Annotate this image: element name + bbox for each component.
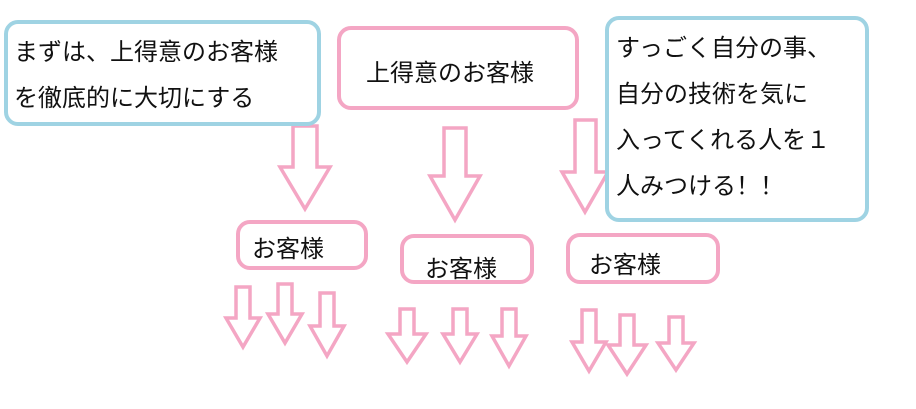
note-right-line-1: すっごく自分の事、 (616, 34, 832, 62)
note-left-line-2: を徹底的に大切にする (14, 84, 255, 112)
small-arrow-1a (222, 285, 264, 351)
big-arrow-right (558, 118, 612, 216)
top-customer-label: 上得意のお客様 (366, 59, 534, 87)
customer-box-1: お客様 (236, 220, 368, 270)
small-arrow-3b (604, 313, 650, 378)
customer-label-1: お客様 (252, 235, 324, 263)
note-left: まずは、上得意のお客様 を徹底的に大切にする (4, 20, 321, 126)
customer-label-2: お客様 (425, 255, 497, 283)
small-arrow-2b (439, 307, 481, 366)
small-arrow-2c (488, 307, 530, 370)
note-right-line-4: 人みつける！！ (616, 172, 784, 200)
customer-box-2: お客様 (400, 234, 534, 284)
note-right-line-3: 入ってくれる人を１ (616, 126, 831, 154)
small-arrow-1b (264, 282, 306, 347)
small-arrow-3c (654, 315, 698, 374)
note-right-line-2: 自分の技術を気に (616, 80, 808, 108)
customer-label-3: お客様 (589, 251, 661, 279)
small-arrow-3a (568, 308, 610, 375)
small-arrow-2a (384, 307, 430, 366)
big-arrow-left (276, 124, 334, 213)
big-arrow-center (426, 126, 484, 224)
note-right: すっごく自分の事、 自分の技術を気に 入ってくれる人を１ 人みつける！！ (605, 16, 869, 222)
top-customer-box: 上得意のお客様 (337, 26, 579, 110)
customer-box-3: お客様 (566, 233, 720, 284)
small-arrow-1c (306, 291, 348, 360)
note-left-line-1: まずは、上得意のお客様 (14, 38, 278, 66)
